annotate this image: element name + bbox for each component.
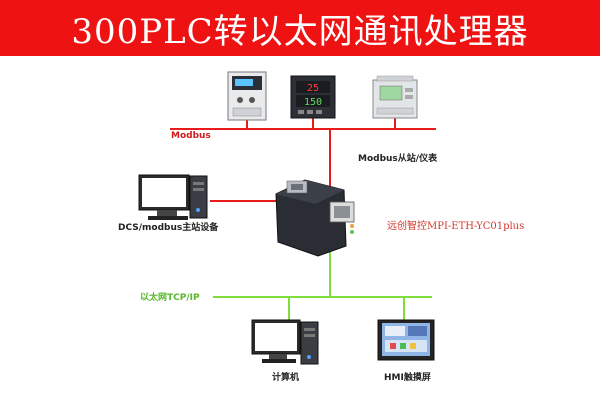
meter-bottom-value: 150 xyxy=(304,97,322,108)
computer-icon xyxy=(251,319,319,365)
inverter-icon xyxy=(227,71,267,121)
gateway-module-icon xyxy=(275,179,355,257)
gateway-model-label: 远创智控MPI-ETH-YC01plus xyxy=(387,221,525,232)
modbus-bus xyxy=(170,116,436,202)
desktop-computer-icon xyxy=(138,174,208,220)
meter-top-value: 25 xyxy=(307,83,319,94)
hmi-label: HMI触摸屏 xyxy=(384,373,431,383)
touch-panel-icon xyxy=(377,319,435,361)
temperature-controller-icon: 25 150 xyxy=(290,75,336,119)
modbus-bus-label: Modbus xyxy=(171,131,211,141)
dcs-master-label: DCS/modbus主站设备 xyxy=(118,223,219,233)
title-banner: 300PLC转以太网通讯处理器 xyxy=(0,0,600,56)
computer-label: 计算机 xyxy=(272,373,300,383)
network-diagram: 25 150 xyxy=(138,71,436,365)
din-rail-meter-icon xyxy=(372,75,418,119)
ethernet-bus-label: 以太网TCP/IP xyxy=(140,293,200,303)
page-title: 300PLC转以太网通讯处理器 xyxy=(71,11,529,52)
modbus-slaves-label: Modbus从站/仪表 xyxy=(358,154,438,164)
ethernet-bus xyxy=(213,252,432,320)
